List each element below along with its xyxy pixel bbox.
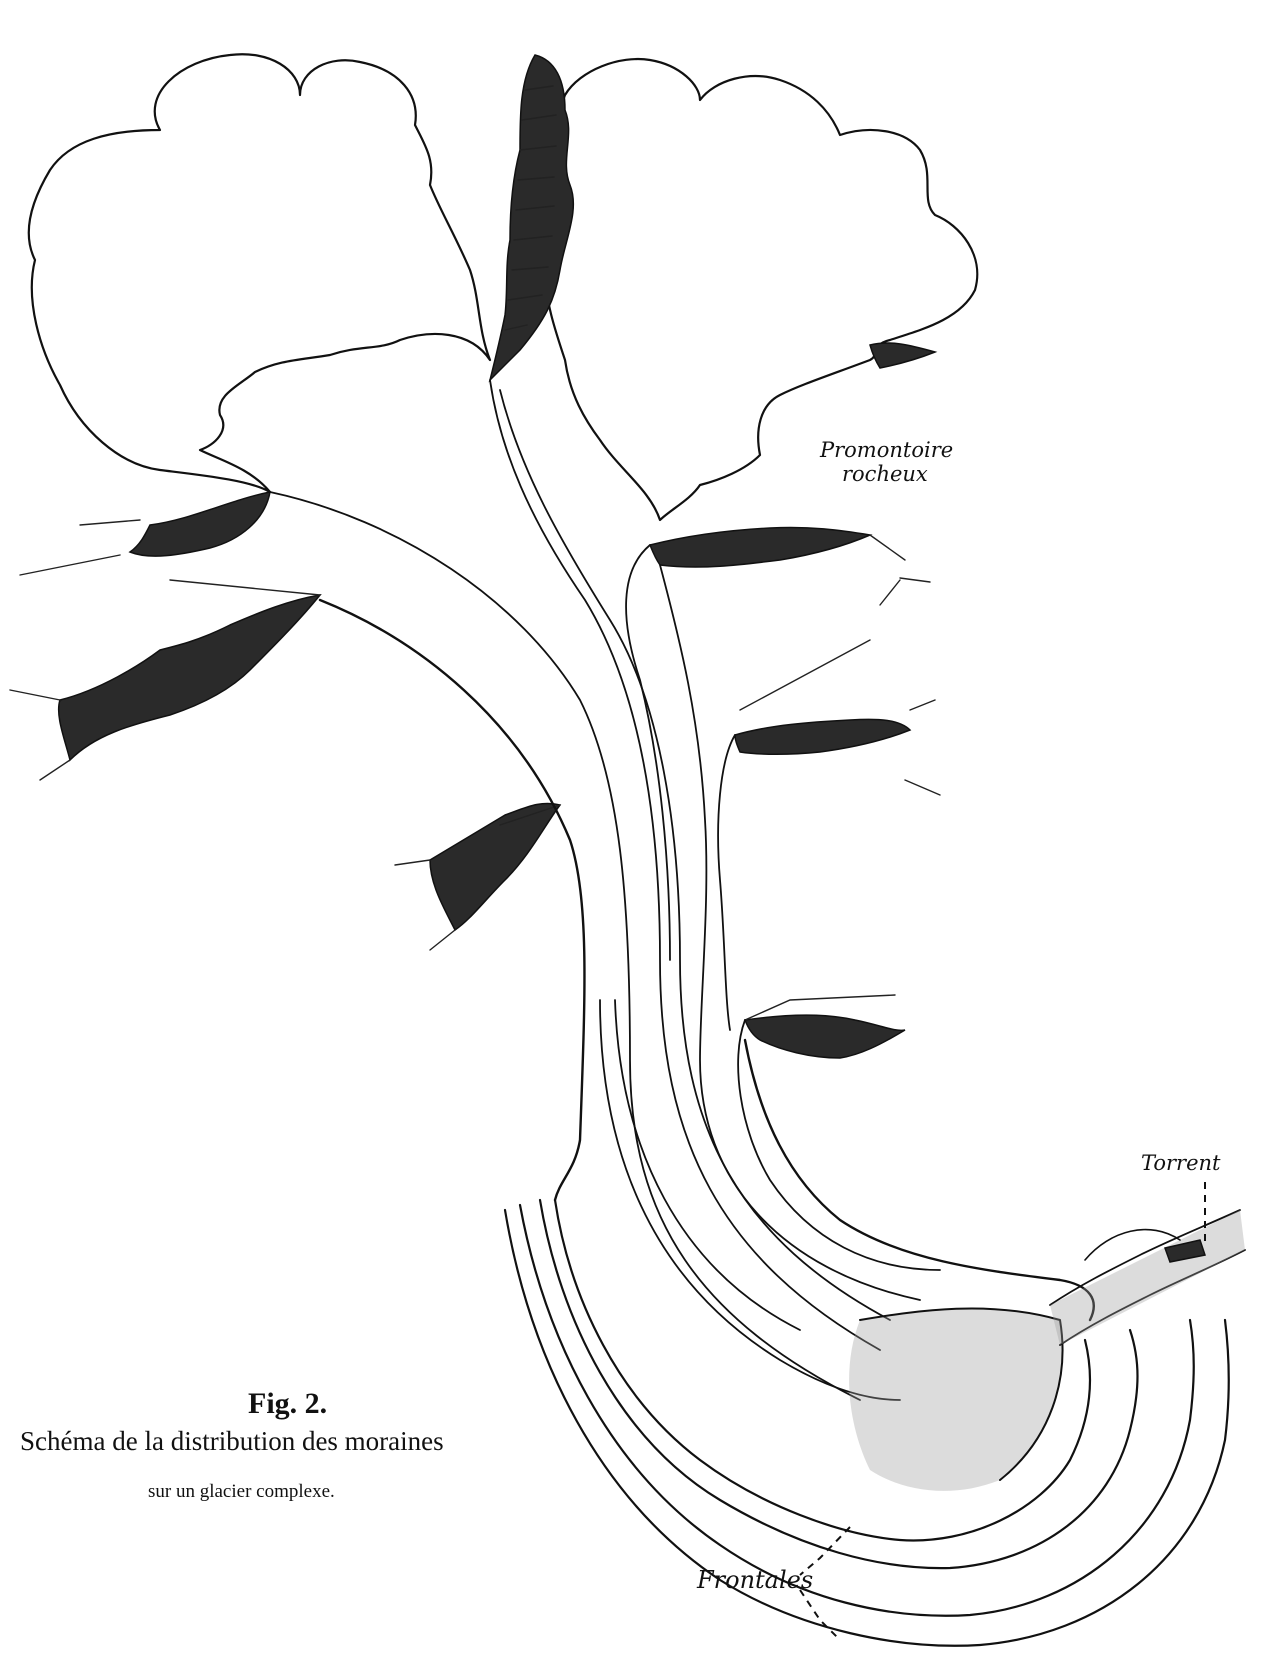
rock-spur-middle-right [735,640,940,795]
label-torrent: Torrent [1141,1151,1221,1175]
label-promontoire-line1: Promontoire [819,438,953,462]
figure-caption-line1: Schéma de la distribution des moraines [20,1426,444,1456]
rock-spur-lower-left [395,803,560,950]
rock-spur-middle-left [10,580,320,780]
frontales-leader-line-lower [800,1590,840,1640]
label-promontoire-line2: rocheux [842,462,928,486]
rock-spur-upper-right [650,527,930,605]
central-rock-ridge [490,55,573,380]
left-neve-basin [29,54,490,492]
rock-spur-promontoire [870,343,935,368]
label-frontales: Frontales [696,1566,813,1594]
rock-spur-upper-left [20,492,270,575]
torrent-stream [1050,1210,1245,1345]
rock-spur-lower-right [745,995,905,1058]
figure-caption-line2: sur un glacier complexe. [148,1481,335,1502]
figure-title: Fig. 2. [248,1387,327,1420]
